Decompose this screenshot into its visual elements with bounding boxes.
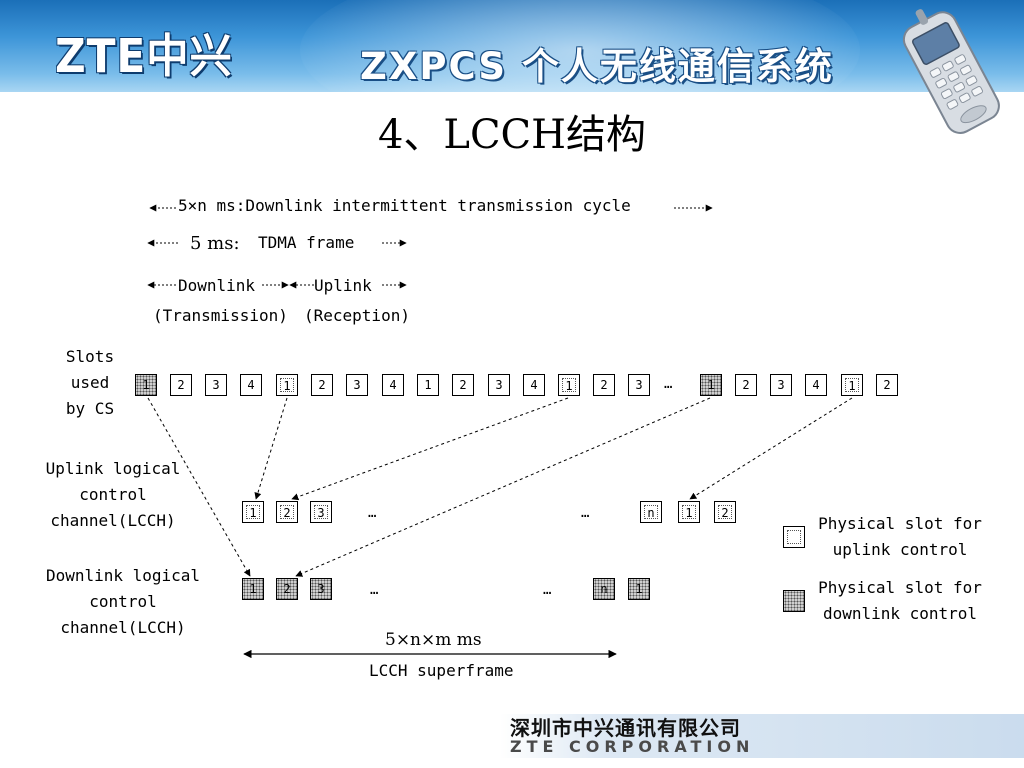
cs-slot: 2: [735, 374, 757, 396]
legend-downlink-swatch: [783, 590, 805, 612]
slots-row-label: Slots used by CS: [54, 344, 126, 422]
cs-slot: 4: [523, 374, 545, 396]
legend-downlink-line1: Physical slot for: [818, 578, 982, 597]
downlink-lcch-slot: 3: [310, 578, 332, 600]
frame-duration: 5 ms:: [190, 233, 240, 254]
map-arrow-dn2: [295, 397, 711, 577]
footer-company-en: ZTE CORPORATION: [510, 737, 755, 756]
uplink-lcch-slot: 3: [310, 501, 332, 523]
downlink-lcch-slot: 2: [276, 578, 298, 600]
cs-slot: 1: [276, 374, 298, 396]
superframe-length: 5×n×m ms: [385, 630, 482, 650]
downlink-lcch-slot: n: [593, 578, 615, 600]
map-arrow-up1: [254, 397, 288, 500]
uplink-lcch-slot: n: [640, 501, 662, 523]
cs-slot: 4: [382, 374, 404, 396]
downlink-label: Downlink: [178, 276, 256, 295]
cs-slot: 2: [593, 374, 615, 396]
cs-slot: 2: [311, 374, 333, 396]
cs-slot: 4: [240, 374, 262, 396]
legend-uplink-line2: uplink control: [832, 540, 968, 559]
banner-title: ZXPCS 个人无线通信系统: [360, 45, 834, 88]
uplink-label: Uplink: [314, 276, 372, 295]
downlink-label-line2: control: [89, 592, 157, 611]
footer-bar: [500, 714, 1024, 758]
cs-slot: 3: [770, 374, 792, 396]
cs-slot: 3: [205, 374, 227, 396]
cs-slot: 1: [417, 374, 439, 396]
cs-slot: 2: [876, 374, 898, 396]
uplink-ellipsis: …: [368, 505, 377, 521]
legend-downlink-line2: downlink control: [822, 604, 978, 623]
uplink-label-line1: Uplink logical: [45, 459, 181, 478]
legend-uplink-swatch: [783, 526, 805, 548]
cs-slot: 3: [346, 374, 368, 396]
slots-label-line2: used: [70, 373, 110, 392]
downlink-lcch-label: Downlink logical control channel(LCCH): [38, 563, 208, 641]
slots-label-line1: Slots: [65, 347, 115, 366]
banner-glow: [300, 0, 860, 92]
superframe-label: LCCH superframe: [369, 661, 514, 680]
footer-company-zh: 深圳市中兴通讯有限公司: [510, 716, 741, 740]
map-arrow-up2: [291, 397, 569, 501]
downlink-label-line1: Downlink logical: [45, 566, 201, 585]
downlink-ellipsis: …: [370, 582, 379, 598]
downlink-lcch-slot: 1: [628, 578, 650, 600]
legend-uplink-label: Physical slot for uplink control: [812, 511, 988, 563]
slots-label-line3: by CS: [65, 399, 115, 418]
cs-slot: 1: [558, 374, 580, 396]
map-arrow-up3: [689, 397, 853, 500]
uplink-lcch-slot: 1: [242, 501, 264, 523]
slide-title: 4、LCCH结构: [377, 112, 647, 158]
uplink-label-line3: channel(LCCH): [50, 511, 176, 530]
uplink-ellipsis: …: [581, 505, 590, 521]
cs-slot: 1: [135, 374, 157, 396]
legend-downlink-label: Physical slot for downlink control: [812, 575, 988, 627]
cycle-label: 5×n ms:Downlink intermittent transmissio…: [178, 196, 631, 215]
cs-slot: 1: [841, 374, 863, 396]
cs-row-ellipsis: …: [664, 376, 673, 392]
uplink-lcch-slot: 2: [714, 501, 736, 523]
downlink-lcch-slot: 1: [242, 578, 264, 600]
reception-label: (Reception): [304, 306, 410, 325]
downlink-ellipsis: …: [543, 582, 552, 598]
zte-logo: ZTE中兴: [55, 29, 233, 83]
mobile-phone-icon: [902, 9, 1000, 134]
uplink-lcch-slot: 1: [678, 501, 700, 523]
cs-slot: 2: [170, 374, 192, 396]
transmission-label: (Transmission): [153, 306, 288, 325]
cs-slot: 3: [488, 374, 510, 396]
uplink-label-line2: control: [79, 485, 147, 504]
cs-slot: 4: [805, 374, 827, 396]
uplink-lcch-label: Uplink logical control channel(LCCH): [38, 456, 188, 534]
cs-slot: 3: [628, 374, 650, 396]
cs-slot: 1: [700, 374, 722, 396]
tdma-frame-label: TDMA frame: [258, 233, 355, 252]
legend-uplink-line1: Physical slot for: [818, 514, 982, 533]
downlink-label-line3: channel(LCCH): [60, 618, 186, 637]
header-banner: ZTE中兴 ZXPCS 个人无线通信系统: [0, 0, 1024, 92]
cs-slot: 2: [452, 374, 474, 396]
uplink-lcch-slot: 2: [276, 501, 298, 523]
